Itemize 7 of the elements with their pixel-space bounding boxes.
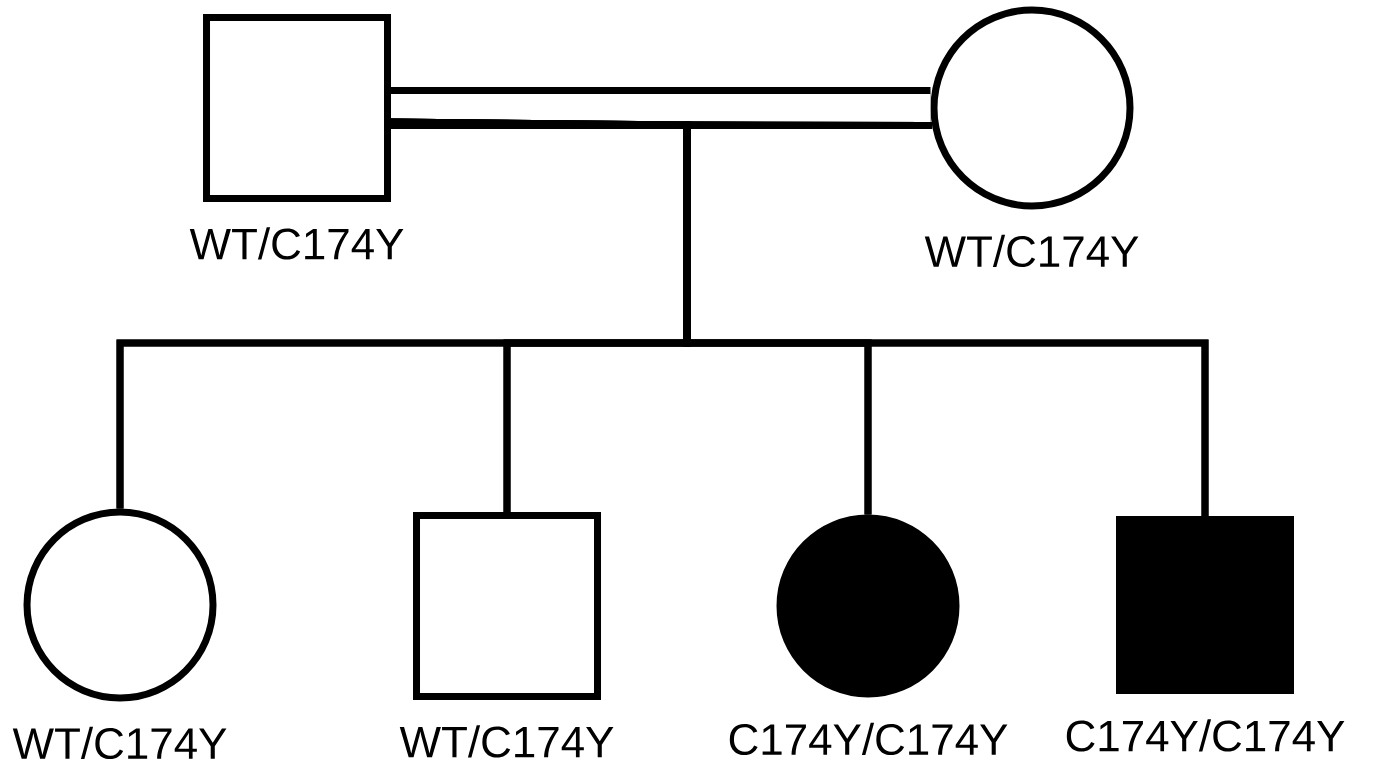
marriage-line: [391, 87, 931, 129]
genotype-label: WT/C174Y: [12, 726, 227, 760]
genotype-label: C174Y/C174Y: [729, 722, 1008, 756]
genotype-label: WT/C174Y: [924, 234, 1139, 268]
genotype-label: C174Y/C174Y: [1066, 719, 1345, 752]
genotype-label: WT/C174Y: [189, 227, 404, 260]
genotype-label: WT/C174Y: [399, 725, 614, 758]
